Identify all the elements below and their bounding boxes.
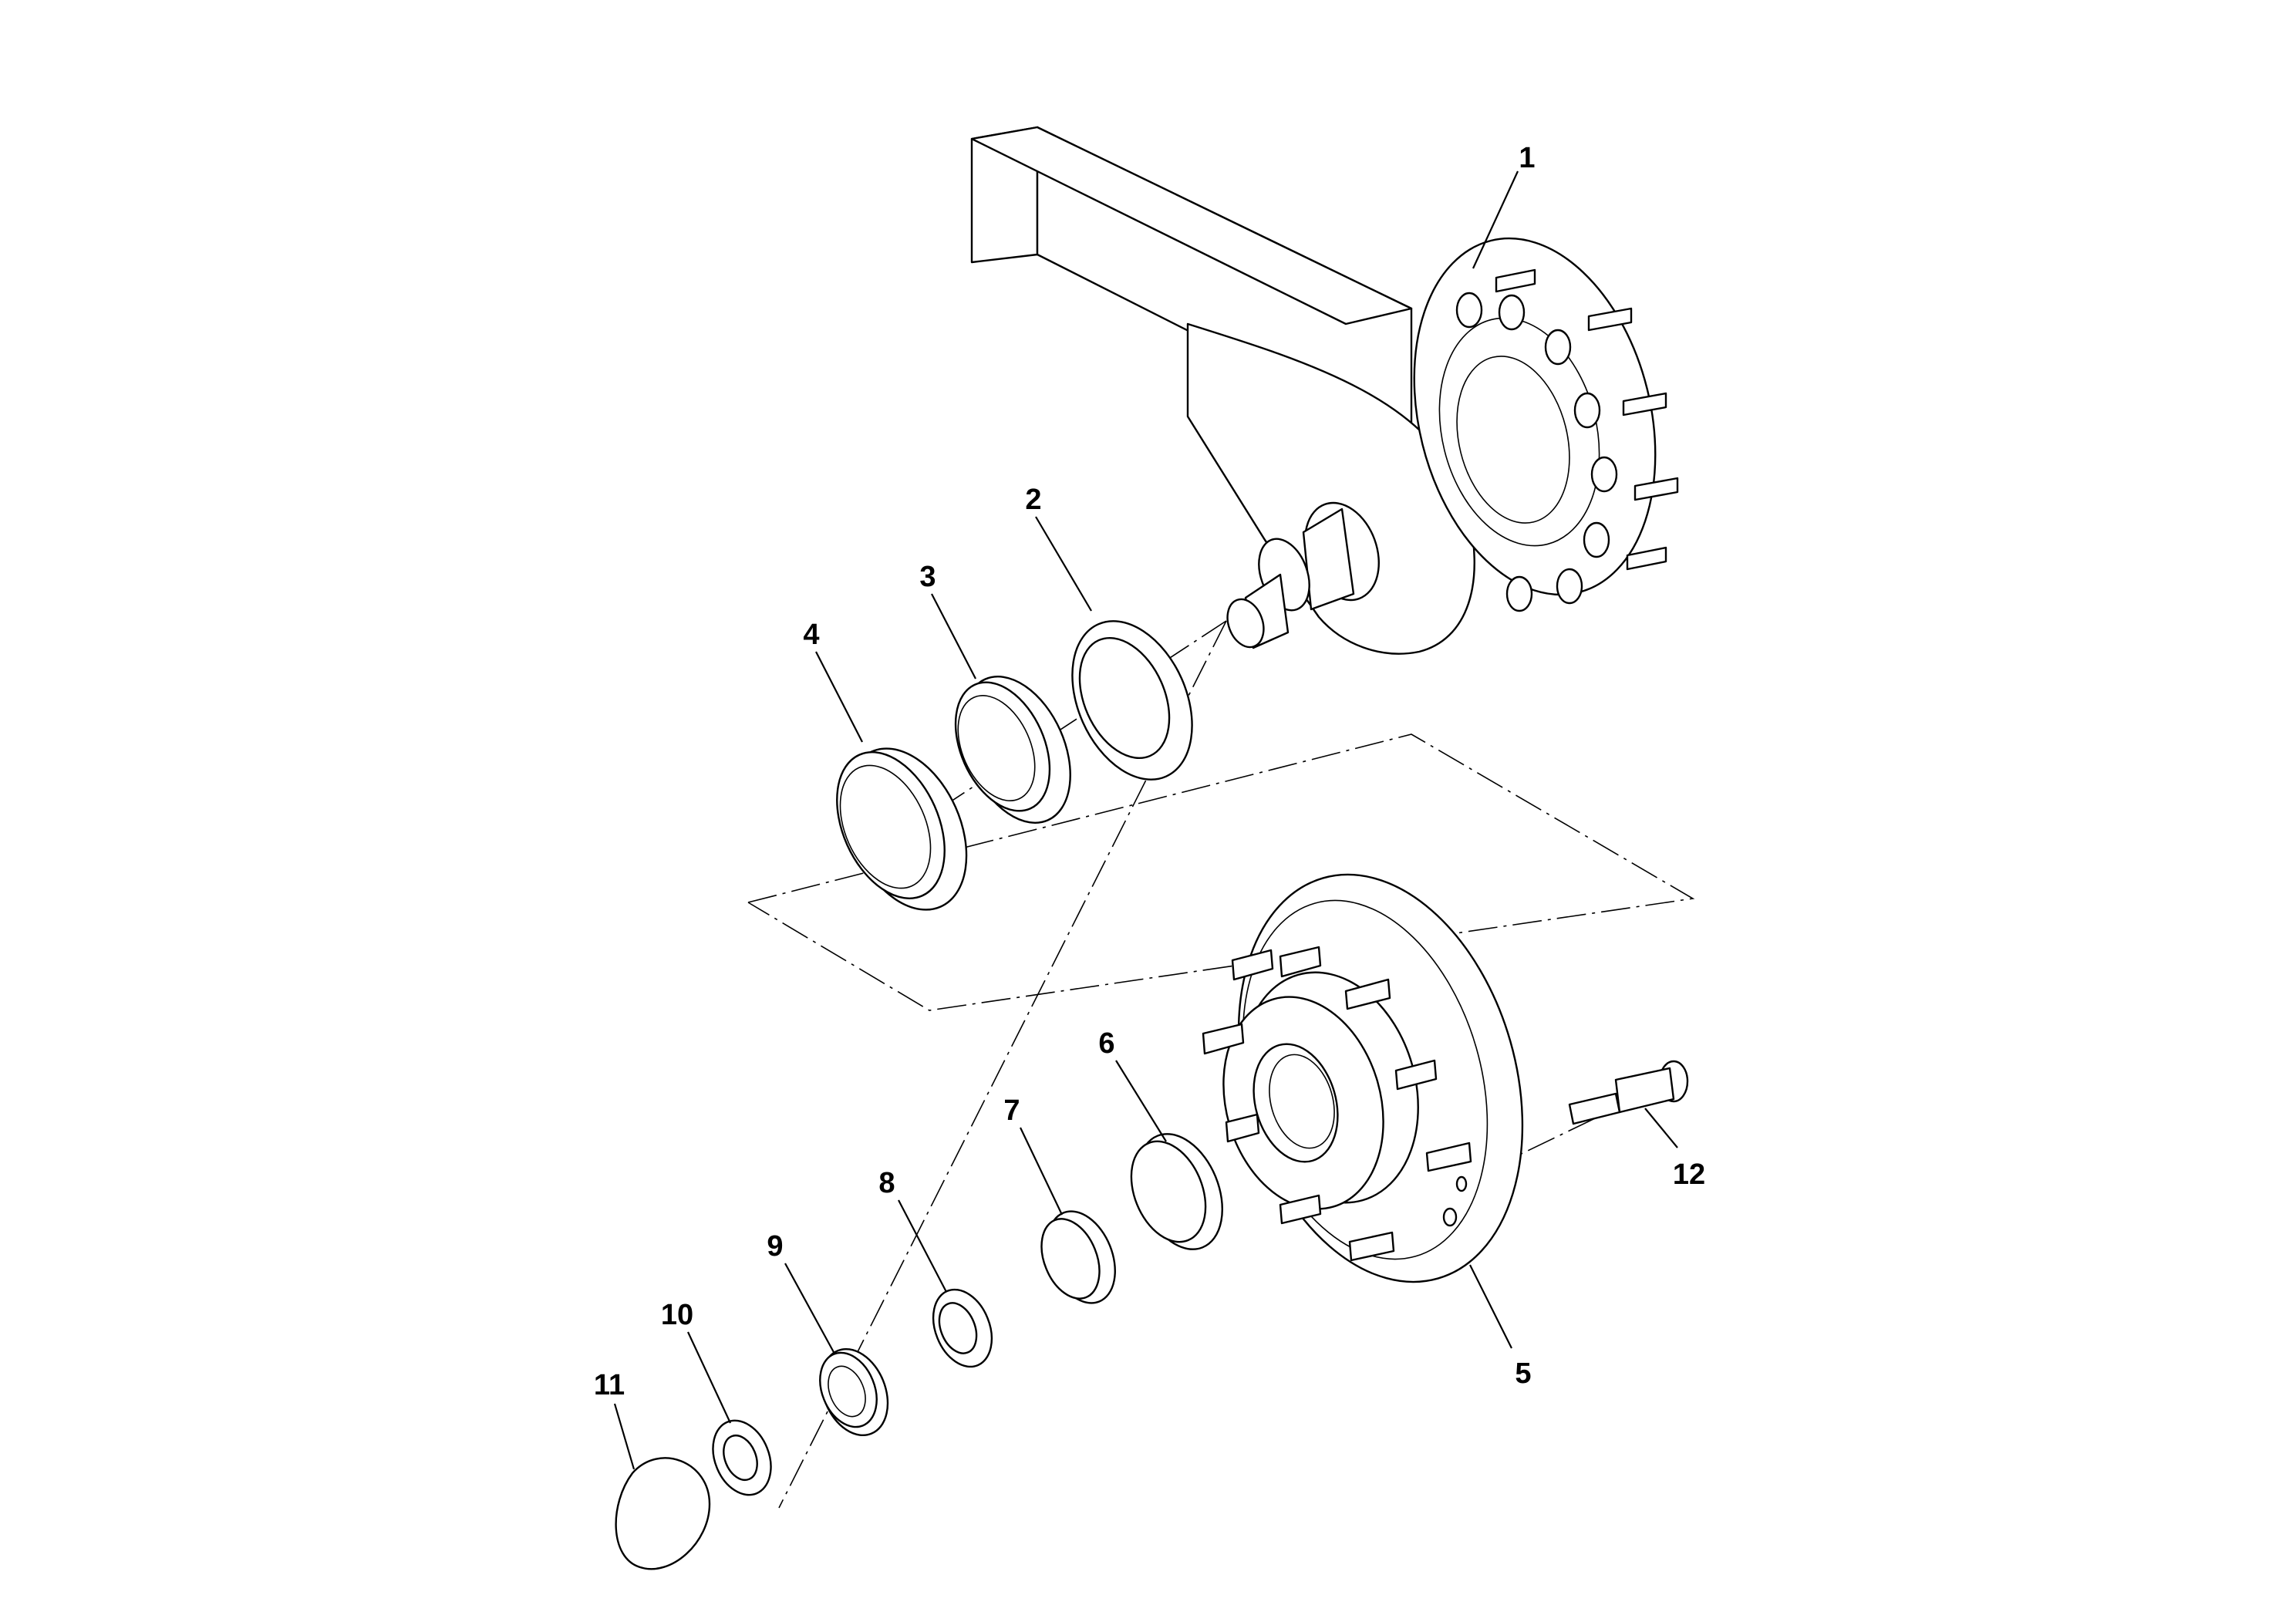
part-10-lock-washer bbox=[712, 1419, 772, 1496]
part-12-wheel-stud bbox=[1568, 1060, 1689, 1125]
part-5-wheel-hub bbox=[1202, 873, 1524, 1283]
callout-10: 10 bbox=[661, 1299, 693, 1331]
axle-arm bbox=[970, 126, 1679, 655]
leader-12 bbox=[1644, 1108, 1678, 1148]
callout-4: 4 bbox=[803, 619, 819, 651]
callout-2: 2 bbox=[1025, 484, 1041, 516]
assembly-outline bbox=[747, 733, 1695, 1011]
leader-11 bbox=[613, 1403, 636, 1470]
part-11-hub-cap bbox=[615, 1457, 711, 1570]
callout-12: 12 bbox=[1673, 1158, 1705, 1191]
part-4-bearing-cup bbox=[836, 747, 968, 911]
part-9-nut bbox=[819, 1347, 889, 1437]
callout-6: 6 bbox=[1098, 1027, 1114, 1060]
leader-8 bbox=[898, 1199, 947, 1293]
leader-1 bbox=[1472, 170, 1519, 269]
leader-9 bbox=[784, 1263, 835, 1354]
leader-4 bbox=[815, 651, 863, 743]
leader-7 bbox=[1020, 1127, 1063, 1216]
callout-5: 5 bbox=[1515, 1357, 1531, 1390]
part-7-bearing-cone bbox=[1040, 1210, 1116, 1304]
callout-9: 9 bbox=[767, 1230, 783, 1263]
leader-6 bbox=[1115, 1060, 1167, 1142]
callout-3: 3 bbox=[919, 561, 936, 593]
part-6-bearing-cup bbox=[1130, 1133, 1223, 1250]
callout-8: 8 bbox=[878, 1167, 895, 1199]
part-3-bearing-cone bbox=[954, 676, 1071, 824]
callout-11: 11 bbox=[594, 1369, 625, 1401]
part-8-washer bbox=[932, 1288, 993, 1368]
leader-10 bbox=[687, 1331, 731, 1424]
callout-7: 7 bbox=[1003, 1094, 1020, 1127]
leader-2 bbox=[1035, 516, 1092, 612]
callout-1: 1 bbox=[1519, 142, 1535, 174]
part-2-spacer-ring bbox=[1071, 620, 1193, 781]
leader-3 bbox=[931, 593, 976, 679]
leader-5 bbox=[1469, 1264, 1512, 1349]
